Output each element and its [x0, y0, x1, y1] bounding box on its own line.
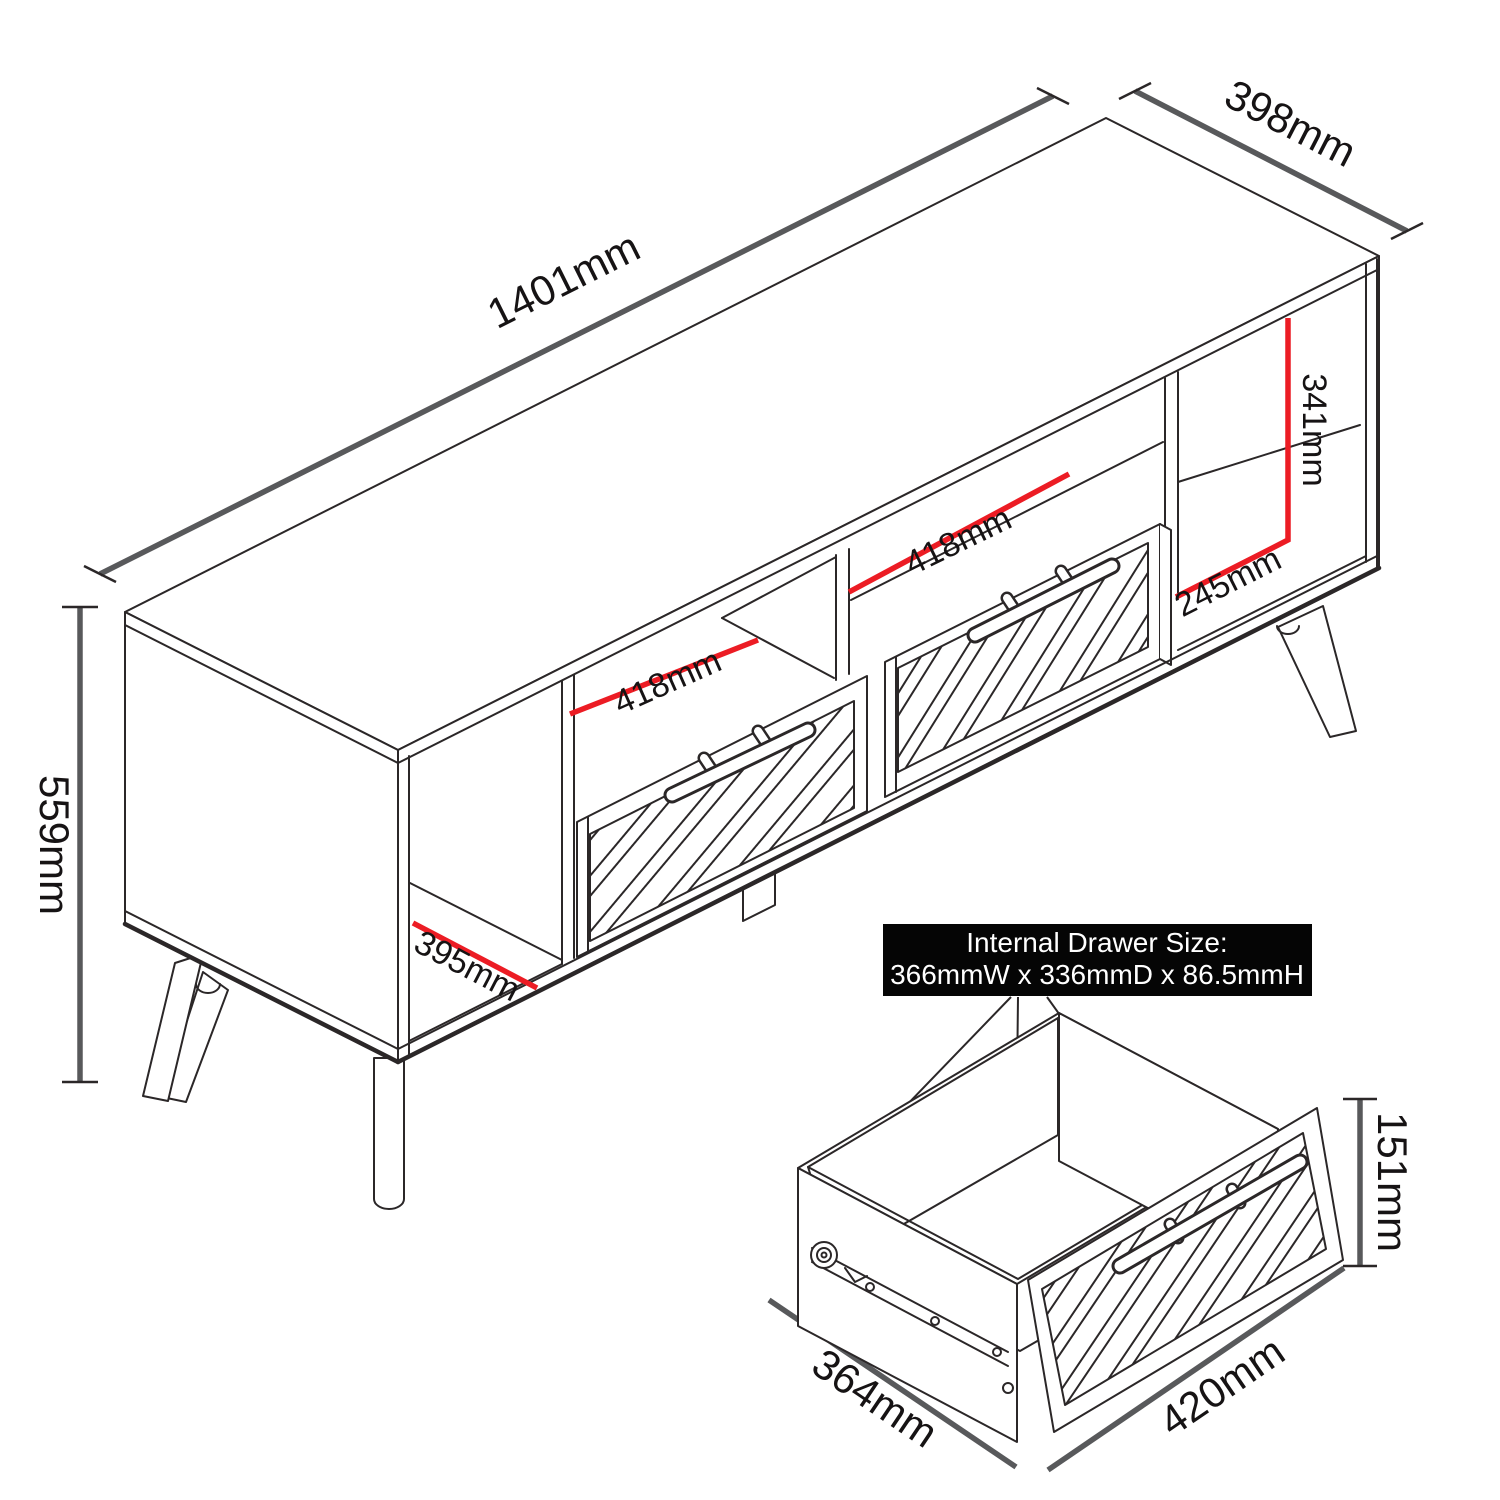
dim-line-left-shelf-395 [411, 920, 539, 991]
dim-line-depth-398 [1133, 88, 1409, 234]
drawer-detail-handle [1111, 1153, 1309, 1275]
drawer-handle-left [663, 721, 817, 804]
label-width-1401: 1401mm [480, 223, 647, 338]
drawer-front-panel [1027, 1107, 1344, 1433]
leg-bracket-arc-right [1276, 625, 1300, 635]
info-box-title: Internal Drawer Size: [966, 927, 1227, 958]
label-height-559: 559mm [31, 775, 78, 915]
label-depth-398: 398mm [1218, 70, 1364, 176]
upper-shelf-divider [721, 441, 1164, 681]
dim-line-opening-right-418 [847, 471, 1071, 595]
drawer-handle-right [966, 557, 1121, 644]
drawer-front-left [576, 675, 868, 958]
label-drawer-height-151: 151mm [1369, 1112, 1416, 1252]
right-compartment [1164, 371, 1367, 651]
leg-bracket-arc-left [195, 983, 221, 994]
dim-line-opening-left-418 [568, 637, 760, 717]
label-right-compartment-341: 341mm [1295, 373, 1333, 486]
internal-drawer-size-box: Internal Drawer Size: 366mmW x 336mmD x … [845, 924, 1312, 1177]
left-compartment [408, 674, 575, 1042]
internal-dimension-lines [411, 318, 1291, 991]
dim-line-drawer-width-420 [1046, 1265, 1346, 1473]
info-box-background [883, 924, 1312, 996]
dimension-end-ticks [62, 81, 1424, 1268]
drawer-front-right [884, 523, 1172, 798]
dim-line-right-compartment-341-245 [1174, 318, 1291, 600]
drawer-box-left-face [797, 1167, 1018, 1443]
drawer-slide-rail [810, 1241, 1014, 1394]
tv-unit-cabinet [122, 117, 1382, 1210]
cabinet-legs [142, 605, 1357, 1210]
dim-line-width-1401 [98, 93, 1055, 577]
drawer-detail-drawing [797, 1012, 1344, 1443]
info-box-value: 366mmW x 336mmD x 86.5mmH [890, 959, 1304, 990]
